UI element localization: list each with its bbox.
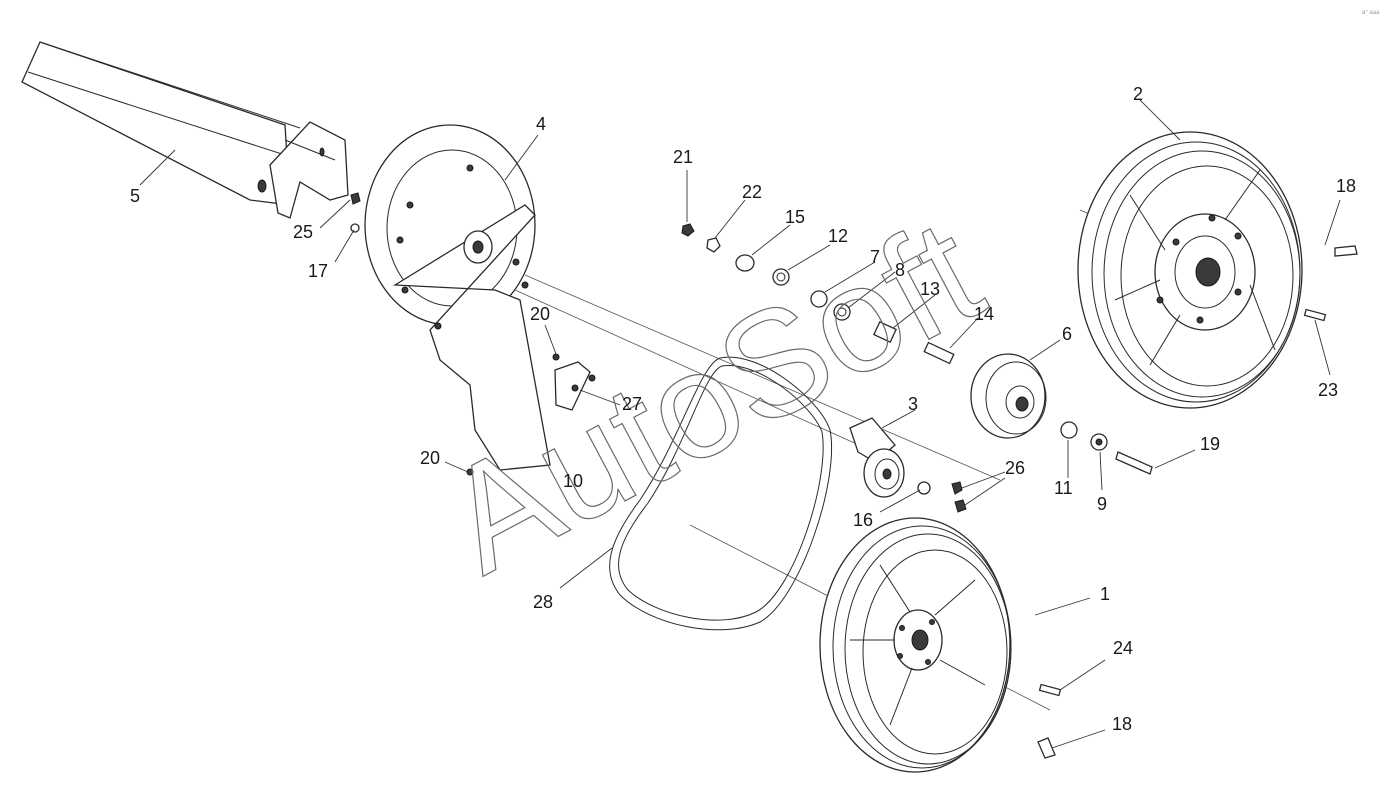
part-4-housing — [364, 124, 551, 471]
callout-11: 11 — [1054, 478, 1073, 498]
callout-1: 1 — [1100, 584, 1110, 604]
shaft-hardware-stack — [681, 223, 955, 365]
callout-6: 6 — [1062, 324, 1072, 344]
callout-2: 2 — [1133, 84, 1143, 104]
callout-15: 15 — [785, 207, 805, 227]
callout-4: 4 — [536, 114, 546, 134]
callout-13: 13 — [920, 279, 940, 299]
callout-26: 26 — [1005, 458, 1025, 478]
callout-7: 7 — [870, 247, 880, 267]
corner-mark: a° aaa — [1362, 10, 1380, 16]
callout-3: 3 — [908, 394, 918, 414]
callout-18-upper: 18 — [1336, 176, 1356, 196]
callout-23: 23 — [1318, 380, 1338, 400]
callout-27: 27 — [622, 394, 642, 414]
part-28-belt — [609, 356, 832, 631]
callout-20-lower: 20 — [420, 448, 440, 468]
callout-16: 16 — [853, 510, 873, 530]
parts-11-9-19 — [1060, 421, 1153, 475]
callout-8: 8 — [895, 260, 905, 280]
callout-21: 21 — [673, 147, 693, 167]
part-23-key — [1303, 308, 1327, 322]
part-1-large-pulley — [819, 517, 1012, 773]
callout-labels: 1 2 3 4 5 6 7 8 9 10 11 12 13 14 15 16 1… — [130, 84, 1356, 734]
callout-9: 9 — [1097, 494, 1107, 514]
parts-25-17 — [350, 192, 361, 233]
callout-28: 28 — [533, 592, 553, 612]
callout-20-upper: 20 — [530, 304, 550, 324]
callout-18-lower: 18 — [1112, 714, 1132, 734]
callout-leaders — [139, 99, 1341, 749]
callout-5: 5 — [130, 186, 140, 206]
callout-17: 17 — [308, 261, 328, 281]
callout-19: 19 — [1200, 434, 1220, 454]
part-2-large-pulley — [1077, 131, 1303, 409]
part-18-bolt-lower — [1037, 737, 1056, 759]
callout-22: 22 — [742, 182, 762, 202]
part-27-bracket — [554, 361, 596, 411]
part-5-cover — [21, 41, 349, 219]
part-3-tensioner — [849, 417, 905, 498]
part-18-bolt-upper — [1334, 245, 1358, 257]
part-6-idler-pulley — [970, 353, 1047, 439]
callout-10: 10 — [563, 471, 583, 491]
part-24-key — [1038, 683, 1062, 697]
callout-24: 24 — [1113, 638, 1133, 658]
callout-25: 25 — [293, 222, 313, 242]
callout-14: 14 — [974, 304, 994, 324]
parts-16-26 — [917, 481, 967, 513]
callout-12: 12 — [828, 226, 848, 246]
